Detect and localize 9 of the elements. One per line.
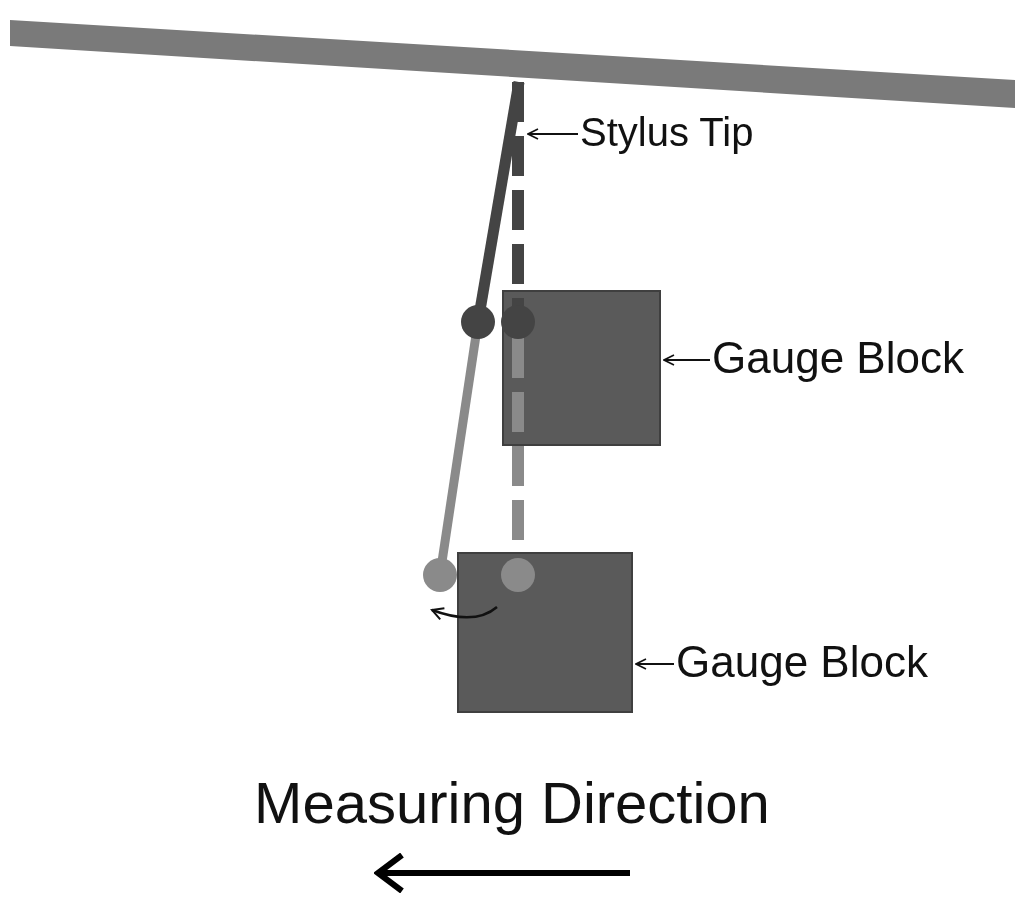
- part-label: Stylus Tip: [580, 112, 754, 152]
- dashed-stylus: [501, 82, 535, 592]
- leader-arrow: [527, 128, 579, 140]
- leader-arrow: [635, 658, 675, 670]
- gauge-block: [502, 290, 661, 446]
- part-label: Gauge Block: [676, 640, 928, 684]
- gauge-block: [457, 552, 633, 713]
- leader-arrow: [663, 354, 711, 366]
- part-label: Gauge Block: [712, 336, 964, 380]
